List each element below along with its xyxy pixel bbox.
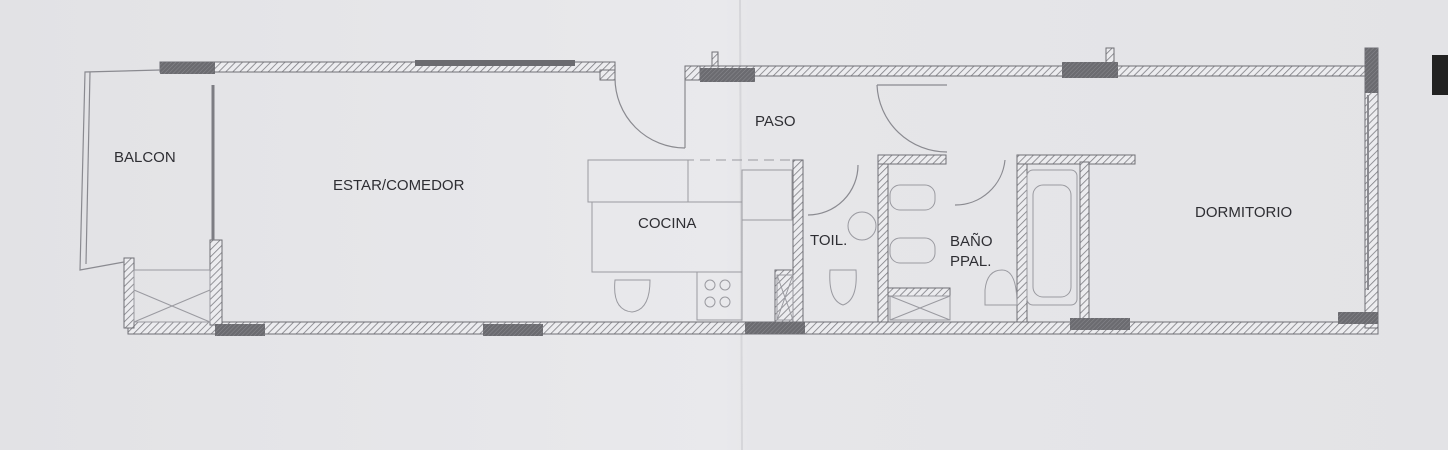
label-bano-ppal: PPAL. (950, 253, 991, 270)
label-balcon: BALCON (114, 149, 176, 166)
label-cocina: COCINA (638, 215, 696, 232)
fixtures (133, 159, 1078, 323)
label-bano: BAÑO (950, 233, 993, 250)
edge-shadow (1432, 55, 1448, 95)
windows (160, 48, 1378, 336)
balcony-outline (79, 69, 161, 271)
label-toil: TOIL. (810, 232, 847, 249)
label-estar-comedor: ESTAR/COMEDOR (333, 177, 465, 194)
label-dormitorio: DORMITORIO (1195, 204, 1292, 221)
doors (614, 77, 1006, 216)
room-labels: BALCON ESTAR/COMEDOR PASO COCINA TOIL. B… (114, 113, 1292, 270)
walls (123, 47, 1379, 335)
label-paso: PASO (755, 113, 796, 130)
